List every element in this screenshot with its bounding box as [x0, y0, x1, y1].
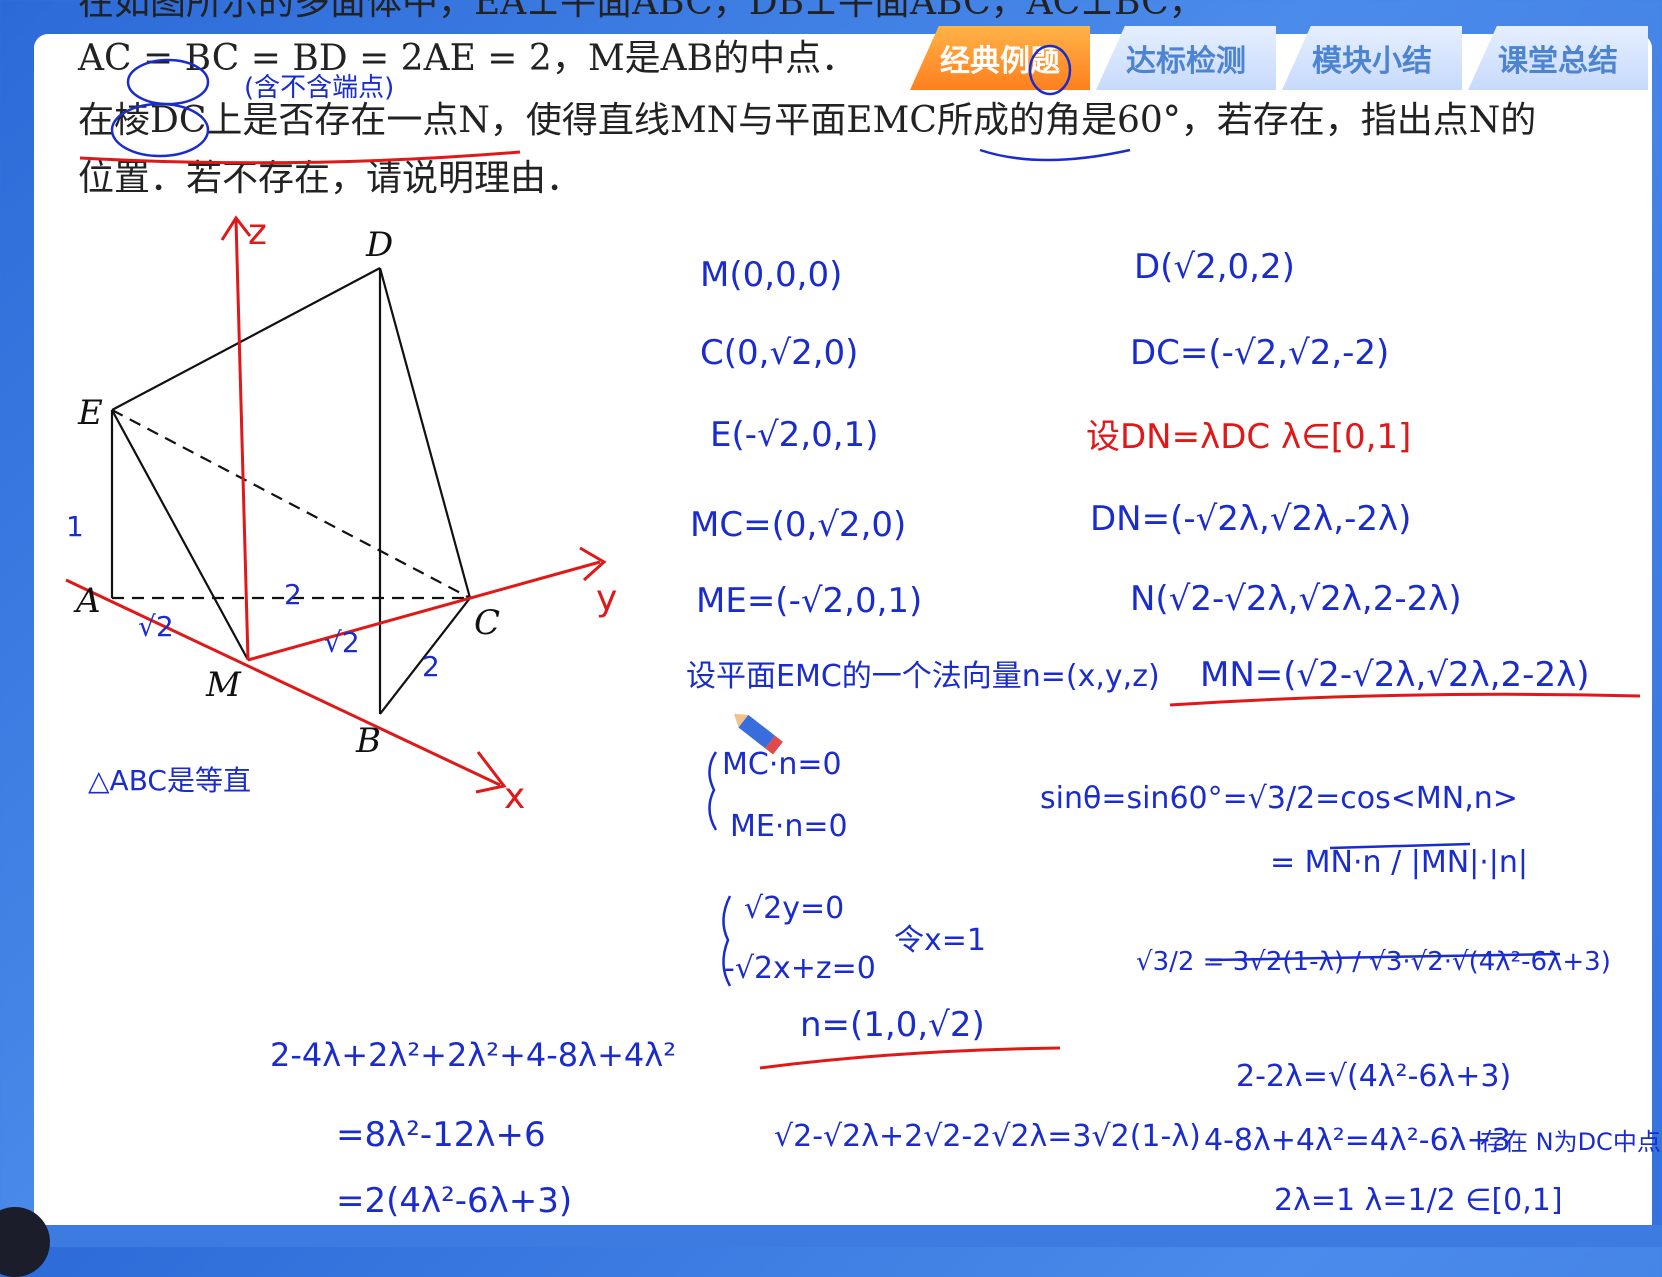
- hw-red-line-0: 设DN=λDC λ∈[0,1]: [1086, 417, 1411, 457]
- handwritten-solution: M(0,0,0) C(0,√2,0) E(-√2,0,1) MC=(0,√2,0…: [270, 247, 1661, 1221]
- coordinate-axes: [65, 215, 607, 794]
- hw-line-26: =2(4λ²-6λ+3): [336, 1181, 572, 1221]
- hw-line-4: ME=(-√2,0,1): [696, 581, 922, 621]
- axis-label-z: z: [248, 212, 267, 253]
- hw-line-13: DC=(-√2,√2,-2): [1130, 333, 1389, 373]
- blue-circle-ac: [126, 58, 210, 106]
- hw-line-11: n=(1,0,√2): [800, 1005, 985, 1045]
- handwritten-red: 设DN=λDC λ∈[0,1]: [1086, 417, 1411, 457]
- hw-line-10: 令x=1: [894, 923, 986, 958]
- axis-label-x: x: [504, 776, 525, 817]
- edge-EM: [111, 409, 249, 661]
- axis-label-y: y: [596, 578, 617, 619]
- label-C: C: [474, 603, 500, 643]
- hw-line-21: 4-8λ+4λ²=4λ²-6λ+3: [1204, 1123, 1511, 1158]
- pencil-icon[interactable]: [727, 705, 785, 757]
- hw-line-24: 2-4λ+2λ²+2λ²+4-8λ+4λ²: [270, 1036, 676, 1074]
- tab-class-summary[interactable]: 课堂总结: [1468, 26, 1648, 90]
- hw-line-22: 2λ=1 λ=1/2 ∈[0,1]: [1274, 1183, 1563, 1218]
- red-underline-problem: [79, 150, 521, 165]
- hw-line-8: √2y=0: [744, 891, 844, 926]
- problem-line-2: 在棱DC上是否存在一点N，使得直线MN与平面EMC所成的角是60°，若存在，指出…: [78, 100, 1537, 141]
- annot-mc-top: 2: [284, 578, 302, 611]
- hw-line-12: D(√2,0,2): [1134, 247, 1295, 287]
- hw-line-1: C(0,√2,0): [700, 333, 858, 373]
- problem-line-3: 位置．若不存在，请说明理由．: [78, 158, 583, 199]
- hw-line-25: =8λ²-12λ+6: [336, 1115, 546, 1155]
- frac-bar-1: [1329, 842, 1471, 850]
- brace-system-1: [708, 751, 718, 831]
- label-M: M: [205, 665, 242, 705]
- red-underline-n: [759, 1046, 1061, 1070]
- edge-EC: [111, 409, 471, 599]
- hw-line-0: M(0,0,0): [700, 255, 842, 295]
- blue-circle-tab: [1028, 44, 1072, 96]
- edge-DC: [378, 267, 472, 599]
- edge-BC: [379, 597, 471, 715]
- hw-line-15: N(√2-√2λ,√2λ,2-2λ): [1130, 579, 1462, 619]
- whiteboard-canvas: D E A C M B z y x 1 √2 2 √2 2 △ABC是等直 (含…: [65, 44, 1661, 1221]
- z-arrow: [220, 215, 252, 241]
- tab-examples[interactable]: 经典例题: [910, 26, 1090, 90]
- hw-line-6: MC·n=0: [722, 747, 842, 782]
- label-E: E: [77, 393, 103, 433]
- slide-card: [34, 34, 1652, 1247]
- hw-line-27: √2-√2λ+2√2-2√2λ=3√2(1-λ): [774, 1119, 1201, 1154]
- hw-line-3: MC=(0,√2,0): [690, 505, 906, 545]
- hw-line-23: 存在 N为DC中点: [1480, 1128, 1661, 1156]
- edge-ED: [111, 267, 381, 411]
- hw-line-17: sinθ=sin60°=√3/2=cos<MN,n>: [1040, 781, 1518, 816]
- annot-abc-note: △ABC是等直: [88, 764, 251, 797]
- x-arrow: [475, 751, 507, 794]
- blue-circle-dc: [110, 102, 210, 158]
- x-axis: [65, 578, 501, 787]
- red-underline-mn: [1169, 692, 1641, 707]
- label-D: D: [365, 225, 393, 265]
- problem-line-1: AC = BC = BD = 2AE = 2，M是AB的中点．: [78, 38, 858, 79]
- y-arrow: [579, 546, 607, 582]
- annot-bracket-note: (含不含端点): [244, 73, 394, 103]
- hw-line-20: 2-2λ=√(4λ²-6λ+3): [1236, 1059, 1511, 1094]
- hw-line-16: MN=(√2-√2λ,√2λ,2-2λ): [1200, 655, 1589, 695]
- polyhedron-figure: [110, 267, 472, 715]
- tab-module-summary[interactable]: 模块小结: [1282, 26, 1462, 90]
- label-B: B: [355, 721, 381, 761]
- annot-mc: √2: [324, 626, 360, 659]
- problem-line-0: 在如图所示的多面体中，EA⊥平面ABC，DB⊥平面ABC，AC⊥BC，: [78, 0, 1205, 23]
- hw-line-14: DN=(-√2λ,√2λ,-2λ): [1090, 499, 1411, 539]
- hw-line-7: ME·n=0: [730, 809, 848, 844]
- tab-check[interactable]: 达标检测: [1096, 26, 1276, 90]
- hw-line-18: = MN·n / |MN|·|n|: [1270, 845, 1528, 880]
- tab-bar: 经典例题 达标检测 模块小结 课堂总结: [910, 26, 1648, 96]
- hw-line-5: 设平面EMC的一个法向量n=(x,y,z): [686, 659, 1160, 694]
- y-axis: [247, 560, 601, 662]
- annot-ae: 1: [66, 510, 84, 543]
- blue-wave-angle: [979, 148, 1131, 162]
- annot-cb: 2: [422, 650, 440, 683]
- brace-system-2: [722, 895, 732, 987]
- hw-line-19: √3/2 = 3√2(1-λ) / √3·√2·√(4λ²-6λ+3): [1136, 947, 1611, 977]
- hw-line-9: -√2x+z=0: [724, 951, 876, 986]
- z-axis: [234, 219, 250, 661]
- annot-am: √2: [138, 610, 174, 643]
- frac-bar-2: [1209, 952, 1561, 962]
- hw-line-2: E(-√2,0,1): [710, 415, 878, 455]
- bottom-frame-strip: [0, 1225, 1662, 1247]
- label-A: A: [73, 581, 101, 621]
